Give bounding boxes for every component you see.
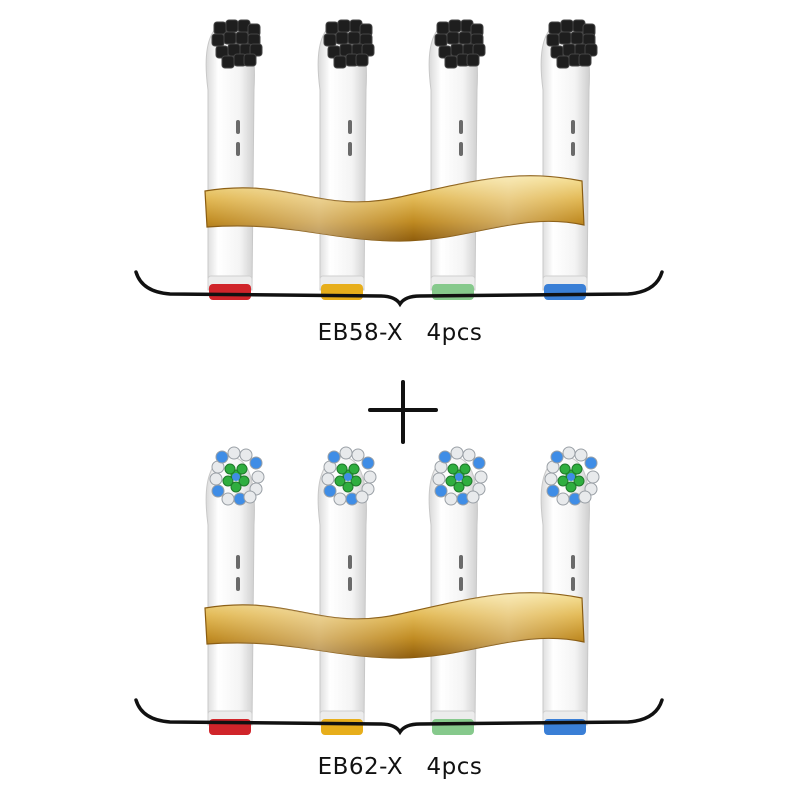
bristle-head: [211, 19, 263, 69]
color-band: [432, 719, 474, 735]
plus-icon: [368, 380, 438, 444]
brush-head-1: [205, 446, 265, 735]
brush-head-3: [428, 19, 486, 300]
brush-group-eb62: [134, 446, 664, 736]
bracket-line: [134, 270, 664, 308]
group-caption-eb62: EB62-X 4pcs: [317, 754, 483, 780]
brush-group-eb58: [134, 19, 664, 308]
brush-head-4: [540, 446, 600, 735]
color-band: [209, 284, 251, 300]
bristle-head: [432, 446, 488, 506]
color-band: [544, 284, 586, 300]
bristle-head: [321, 446, 377, 506]
brush-head-4: [540, 19, 598, 300]
bristle-head: [544, 446, 600, 506]
color-band: [432, 284, 474, 300]
brush-head-1: [205, 19, 263, 300]
color-band: [321, 719, 363, 735]
brush-head-2: [317, 19, 375, 300]
gold-ribbon: [204, 592, 585, 659]
gold-ribbon: [204, 175, 585, 242]
group-caption-eb58: EB58-X 4pcs: [317, 320, 483, 346]
bristle-head: [434, 19, 486, 69]
bristle-head: [323, 19, 375, 69]
brush-head-2: [317, 446, 377, 735]
bristle-head: [546, 19, 598, 69]
bristle-head: [209, 446, 265, 506]
bracket-line: [134, 698, 664, 736]
brush-head-3: [428, 446, 488, 735]
color-band: [321, 284, 363, 300]
